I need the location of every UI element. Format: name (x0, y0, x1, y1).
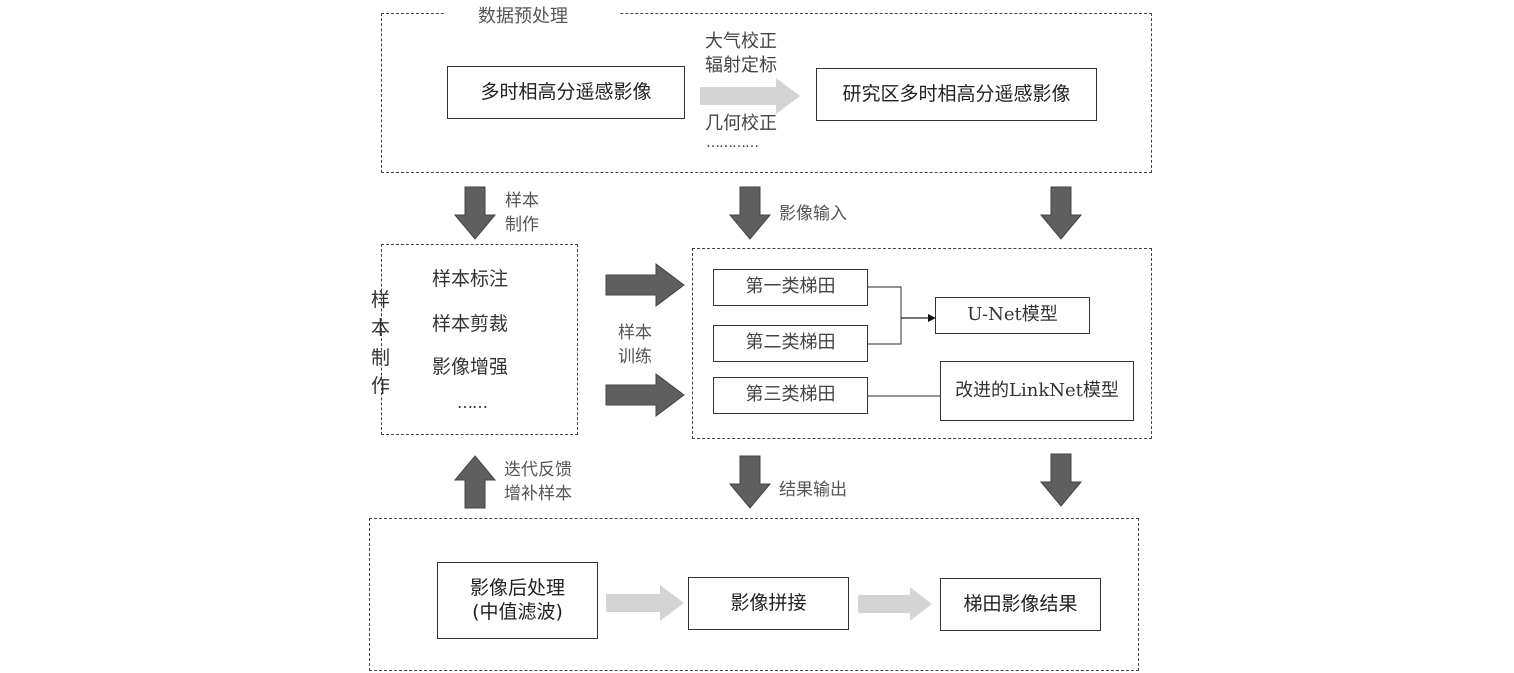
sample-item-more: …… (457, 393, 488, 412)
feedback-label-line1: 迭代反馈 (504, 460, 572, 480)
linknet-model-label: 改进的LinkNet模型 (955, 379, 1119, 401)
unet-model-label: U-Net模型 (967, 304, 1058, 326)
right-arrow-lower-icon (605, 373, 685, 417)
mosaic-label: 影像拼接 (730, 591, 807, 614)
connector-lines (868, 286, 941, 397)
step-atmospheric-correction: 大气校正 (705, 31, 777, 52)
post-process-label-line1: 影像后处理 (469, 576, 565, 599)
sample-side-label-2: 本 (371, 317, 391, 339)
step-radiometric-calibration: 辐射定标 (705, 55, 777, 76)
sample-making-label-line1: 样本 (505, 191, 539, 211)
light-arrow-right-1-icon (606, 585, 684, 621)
down-arrow-result-output-icon (728, 455, 772, 509)
connector-class2 (868, 318, 902, 345)
class-2-terrace-label: 第二类梯田 (745, 332, 836, 354)
sample-item-cropping: 样本剪裁 (432, 313, 509, 335)
result-output-label: 结果输出 (779, 480, 847, 500)
terrace-result-label: 梯田影像结果 (963, 592, 1078, 615)
light-arrow-right-2-icon (858, 587, 932, 621)
mosaic-box: 影像拼接 (688, 577, 849, 630)
preprocessing-title: 数据预处理 (478, 6, 568, 27)
source-imagery-label: 多时相高分遥感影像 (480, 80, 652, 103)
sample-item-enhancement: 影像增强 (432, 356, 509, 378)
connector-class1 (868, 286, 902, 318)
post-process-label-line2: (中值滤波) (472, 600, 563, 623)
sample-side-label-1: 样 (371, 289, 391, 311)
class-3-terrace-label: 第三类梯田 (745, 384, 836, 406)
down-arrow-image-input-icon (728, 186, 772, 240)
source-imagery-box: 多时相高分遥感影像 (447, 66, 685, 119)
class-1-terrace-box: 第一类梯田 (713, 269, 868, 306)
down-arrow-right-column-icon (1039, 186, 1083, 240)
step-geometric-correction: 几何校正 (705, 113, 777, 134)
study-area-imagery-label: 研究区多时相高分遥感影像 (842, 82, 1071, 105)
class-3-terrace-box: 第三类梯田 (713, 377, 868, 414)
preprocessing-title-bg (445, 4, 620, 24)
up-arrow-feedback-icon (453, 455, 497, 509)
down-arrow-right-column-2-icon (1039, 453, 1083, 507)
postprocessing-group (369, 518, 1139, 671)
light-arrow-right-icon (700, 78, 800, 114)
terrace-result-box: 梯田影像结果 (940, 578, 1101, 631)
image-input-label: 影像输入 (779, 204, 847, 224)
sample-side-label-3: 制 (371, 347, 391, 369)
arrowhead-to-unet-icon (928, 314, 936, 322)
linknet-model-box: 改进的LinkNet模型 (940, 361, 1134, 421)
sample-making-label-line2: 制作 (505, 215, 539, 235)
right-arrow-upper-icon (605, 263, 685, 307)
unet-model-box: U-Net模型 (935, 297, 1090, 334)
preprocessing-group (381, 13, 1152, 173)
sample-training-label-line2: 训练 (618, 347, 652, 367)
down-arrow-sample-making-icon (453, 186, 497, 240)
sample-item-annotation: 样本标注 (432, 268, 509, 290)
step-more: ………… (706, 135, 759, 151)
sample-making-group (381, 244, 578, 435)
study-area-imagery-box: 研究区多时相高分遥感影像 (816, 68, 1097, 121)
sample-side-label-4: 作 (371, 375, 391, 397)
post-process-box: 影像后处理 (中值滤波) (437, 562, 598, 639)
sample-training-label-line1: 样本 (618, 323, 652, 343)
feedback-label-line2: 增补样本 (504, 484, 572, 504)
model-group (692, 248, 1152, 439)
class-2-terrace-box: 第二类梯田 (713, 325, 868, 362)
class-1-terrace-label: 第一类梯田 (745, 276, 836, 298)
